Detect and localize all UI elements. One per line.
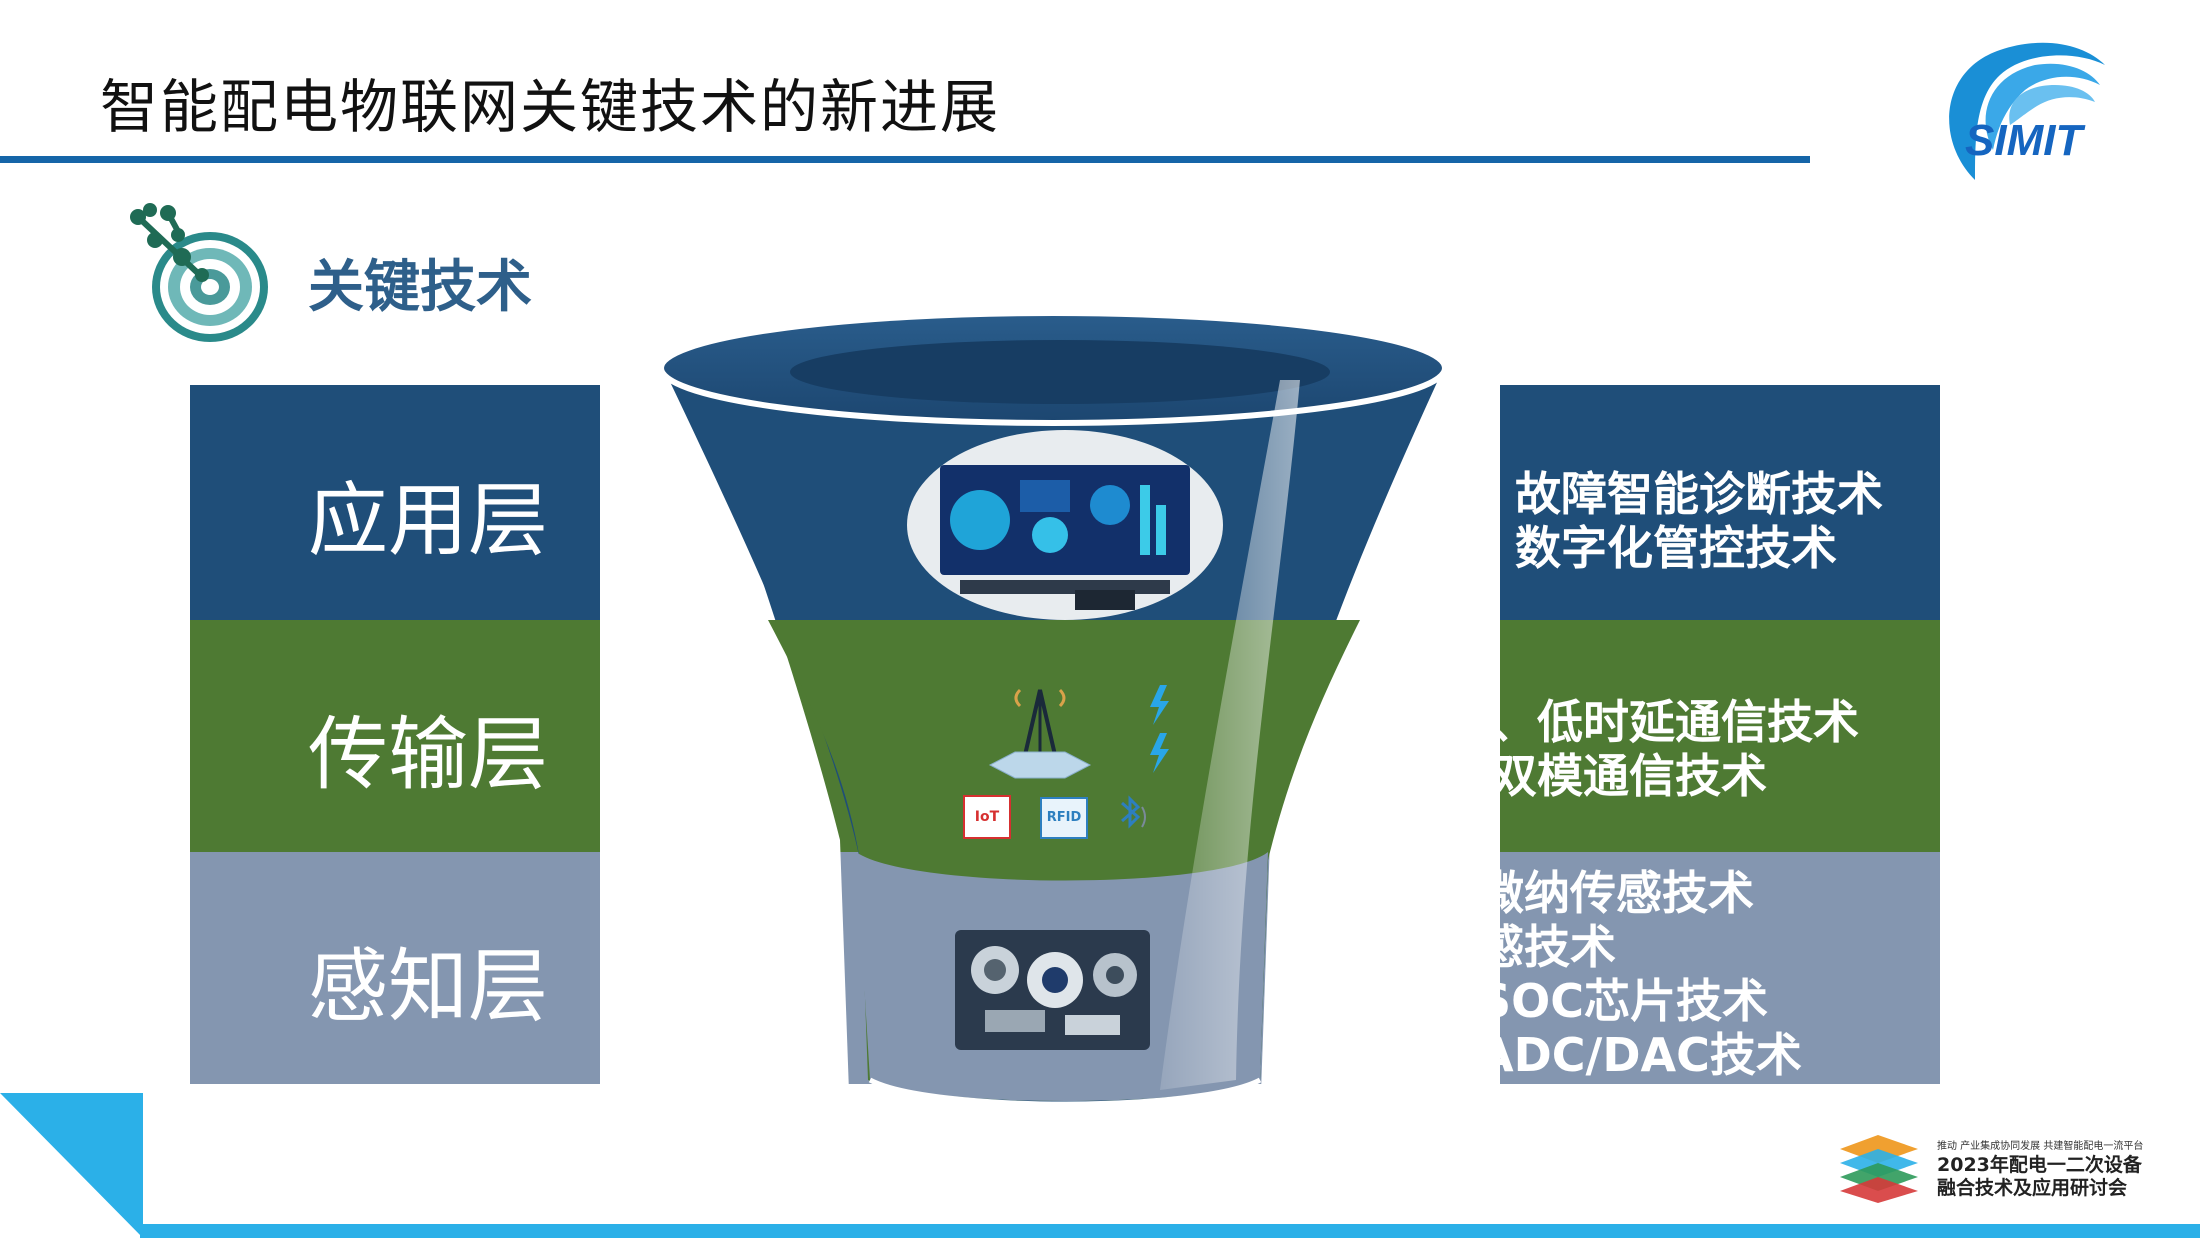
logo-text: SIMIT bbox=[1965, 116, 2085, 165]
tech-item: 高速率、低时延通信技术 bbox=[1353, 695, 1859, 749]
simit-logo: SIMIT bbox=[1949, 42, 2105, 181]
layer-label-perception: 感知层 bbox=[308, 940, 548, 1033]
slide-title: 智能配电物联网关键技术的新进展 bbox=[100, 73, 1001, 141]
iot-icon: IoT bbox=[963, 795, 1011, 839]
title-divider bbox=[0, 156, 1810, 163]
event-name-line2: 融合技术及应用研讨会 bbox=[1937, 1177, 2128, 1199]
tech-item: 柔性传感技术 bbox=[1340, 920, 1616, 974]
control-room-image bbox=[907, 430, 1223, 620]
tech-item: 高可靠双模通信技术 bbox=[1353, 749, 1767, 803]
event-caption: 推动 产业集成协同发展 共建智能配电一流平台 2023年配电一二次设备 融合技术… bbox=[1937, 1140, 2143, 1200]
footer-rule bbox=[140, 1224, 2200, 1238]
perception-tech-list: 低功耗微纳传感技术 柔性传感技术 多功能SOC芯片技术 高性能ADC/DAC技术 bbox=[1340, 866, 1802, 1082]
event-slogan: 推动 产业集成协同发展 共建智能配电一流平台 bbox=[1937, 1141, 2144, 1152]
corner-accent bbox=[0, 1093, 143, 1238]
bluetooth-icon bbox=[1121, 795, 1146, 829]
transmission-tech-list: 高速率、低时延通信技术 高可靠双模通信技术 bbox=[1353, 695, 1859, 803]
tech-item: 多功能SOC芯片技术 bbox=[1340, 974, 1768, 1028]
application-tech-list: 故障智能诊断技术 数字化管控技术 bbox=[1515, 467, 1883, 575]
tech-item: 低功耗微纳传感技术 bbox=[1340, 866, 1754, 920]
wireless-bolt-icon bbox=[1150, 685, 1169, 773]
event-name-line1: 2023年配电一二次设备 bbox=[1937, 1154, 2142, 1176]
tech-item: 数字化管控技术 bbox=[1515, 521, 1837, 575]
tech-item: 故障智能诊断技术 bbox=[1515, 467, 1883, 521]
rfid-icon: RFID bbox=[1040, 797, 1088, 839]
target-icon bbox=[130, 203, 268, 342]
layer-label-application: 应用层 bbox=[308, 474, 548, 567]
event-logo-icon bbox=[1840, 1135, 1918, 1203]
tech-item: 高性能ADC/DAC技术 bbox=[1340, 1028, 1802, 1082]
signal-tower-icon bbox=[988, 688, 1092, 779]
section-title: 关键技术 bbox=[308, 255, 532, 320]
layer-label-transmission: 传输层 bbox=[308, 708, 548, 801]
sensor-image bbox=[955, 930, 1150, 1050]
